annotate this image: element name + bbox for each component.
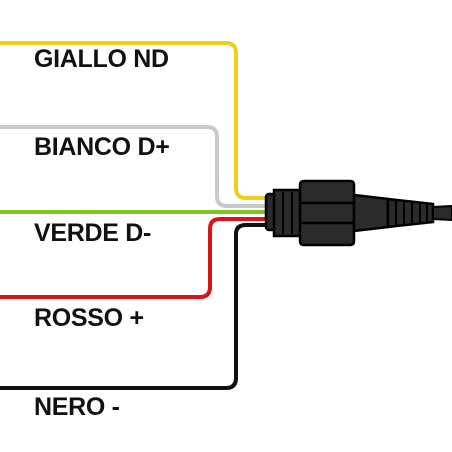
label-verde: VERDE D- (34, 219, 152, 247)
outgoing-cable (432, 204, 452, 222)
wire-red (0, 217, 270, 299)
label-rosso: ROSSO + (34, 304, 144, 332)
label-nero: NERO - (34, 393, 120, 421)
wire-white (0, 125, 270, 208)
label-bianco: BIANCO D+ (34, 133, 170, 161)
connector-body (298, 179, 356, 247)
usb-connector (264, 179, 452, 247)
connector-front-grip (272, 188, 303, 238)
label-giallo: GIALLO ND (34, 45, 169, 73)
connector-strain-relief (352, 193, 390, 233)
connector-ribbed-boot (386, 197, 435, 229)
wire-yellow (0, 41, 270, 200)
wire-black (0, 223, 270, 390)
